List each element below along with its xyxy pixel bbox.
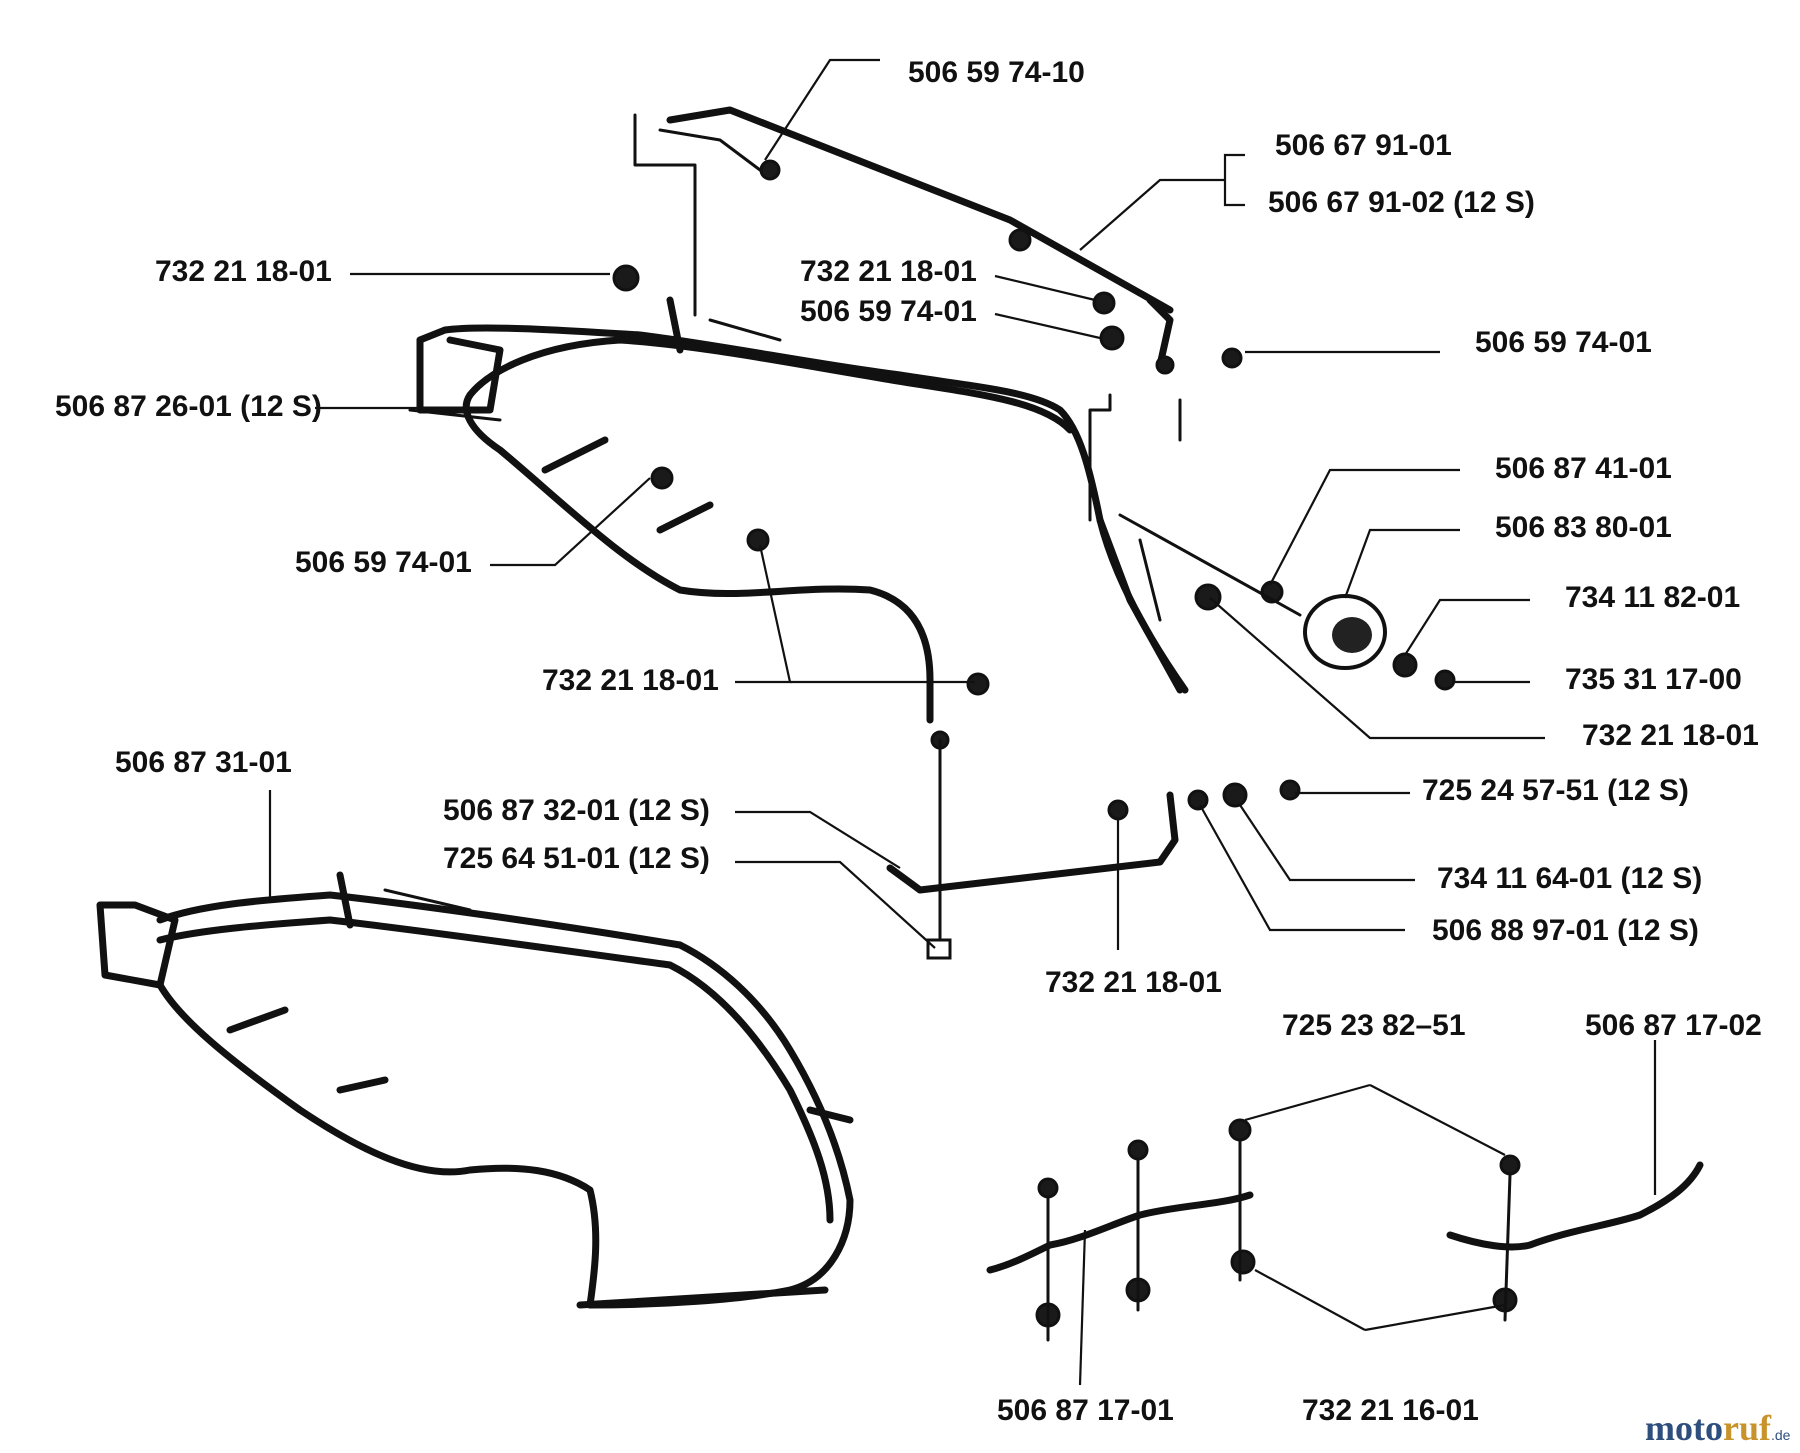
label-l11: 506 59 74-01 — [295, 546, 472, 579]
watermark-part2: ruf — [1723, 1408, 1772, 1448]
label-l1: 506 59 74-10 — [908, 56, 1085, 89]
linkage-bar — [886, 738, 1301, 960]
watermark-text: motoruf.de — [1645, 1408, 1791, 1448]
label-l16: 506 87 31-01 — [115, 746, 292, 779]
label-l3: 506 67 91-02 (12 S) — [1268, 186, 1535, 219]
label-l13: 735 31 17-00 — [1565, 663, 1742, 696]
lower-brackets — [986, 1118, 1704, 1342]
watermark-part1: moto — [1645, 1408, 1723, 1448]
wheel-assembly — [1118, 513, 1456, 691]
part-labels: 506 59 74-10 506 67 91-01 506 67 91-02 (… — [55, 56, 1762, 1427]
label-l15: 732 21 18-01 — [1582, 719, 1759, 752]
watermark-part3: .de — [1771, 1427, 1791, 1443]
label-l14: 732 21 18-01 — [542, 664, 719, 697]
fasteners-upper — [612, 264, 1243, 750]
label-l23: 725 23 82–51 — [1282, 1009, 1466, 1042]
label-l2: 506 67 91-01 — [1275, 129, 1452, 162]
label-l24: 506 87 17-02 — [1585, 1009, 1762, 1042]
label-l9: 506 87 41-01 — [1495, 452, 1672, 485]
label-l5: 732 21 18-01 — [800, 255, 977, 288]
label-l19: 725 64 51-01 (12 S) — [443, 842, 710, 875]
outline-plate — [633, 113, 1182, 522]
watermark: motoruf.de — [1645, 1408, 1791, 1448]
label-l17: 725 24 57-51 (12 S) — [1422, 774, 1689, 807]
label-l6: 506 59 74-01 — [800, 295, 977, 328]
label-l7: 506 59 74-01 — [1475, 326, 1652, 359]
label-l12: 734 11 82-01 — [1565, 581, 1740, 614]
upper-frame — [408, 296, 1189, 724]
label-l4: 732 21 18-01 — [155, 255, 332, 288]
label-l10: 506 83 80-01 — [1495, 511, 1672, 544]
label-l26: 732 21 16-01 — [1302, 1394, 1479, 1427]
label-l8: 506 87 26-01 (12 S) — [55, 390, 322, 423]
handle-bar — [658, 106, 1175, 375]
label-l18: 506 87 32-01 (12 S) — [443, 794, 710, 827]
label-l21: 506 88 97-01 (12 S) — [1432, 914, 1699, 947]
label-l20: 734 11 64-01 (12 S) — [1437, 862, 1702, 895]
lower-frame — [96, 871, 854, 1309]
leader-lines — [268, 58, 1657, 1386]
label-l25: 506 87 17-01 — [997, 1394, 1174, 1427]
label-l22: 732 21 18-01 — [1045, 966, 1222, 999]
